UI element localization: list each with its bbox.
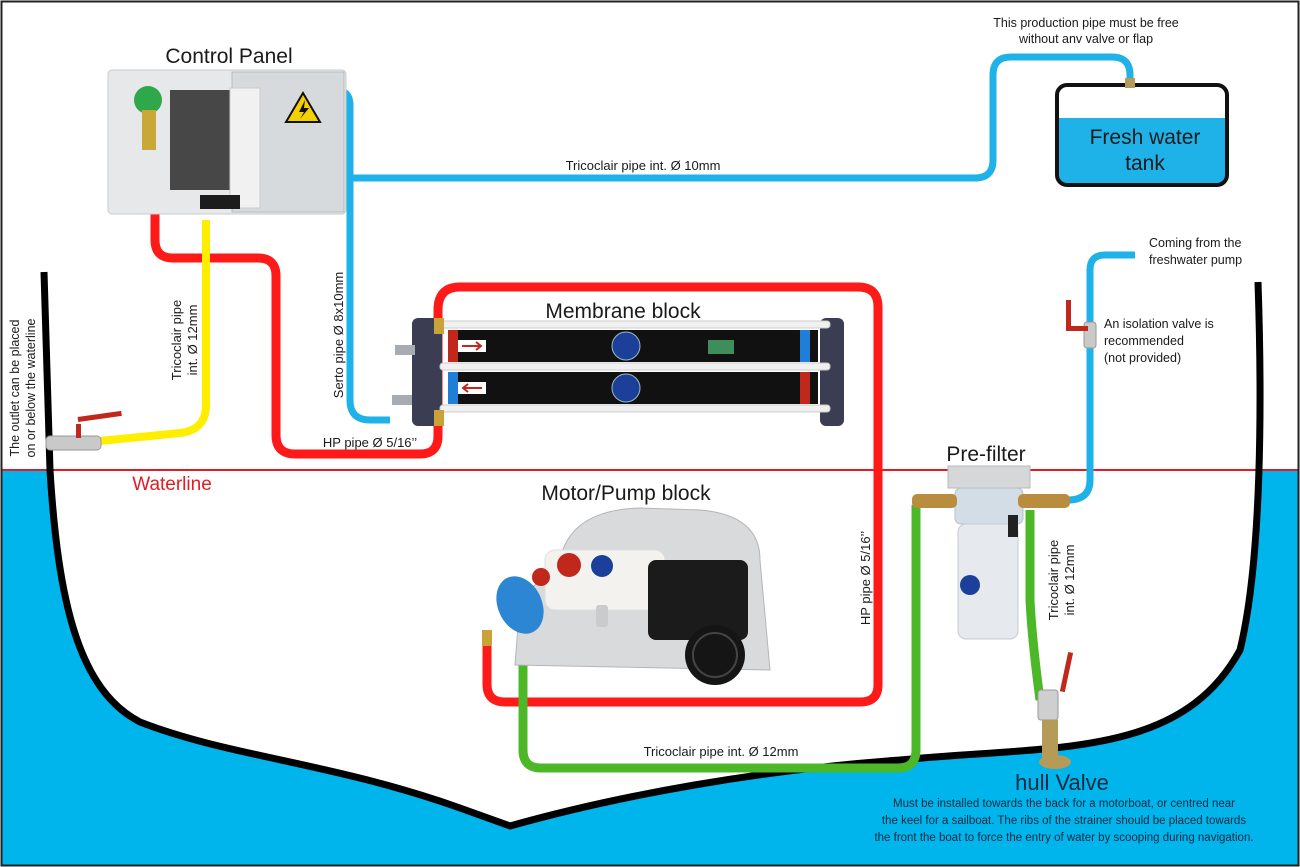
feed-pipe-vertical-label-line1: Tricoclair pipe — [1046, 540, 1061, 620]
hull-valve-title: hull Valve — [1015, 770, 1109, 795]
fresh-water-tank[interactable]: Fresh water tank — [1055, 78, 1229, 187]
electric-hazard-icon — [284, 91, 322, 123]
serto-pipe-label: Serto pipe Ø 8x10mm — [331, 272, 346, 398]
isolation-valve-note-line3: (not provided) — [1104, 351, 1181, 365]
freshwater-pump-note-line2: freshwater pump — [1149, 253, 1242, 267]
brand-logo-icon — [611, 373, 641, 403]
waterline-label: Waterline — [132, 474, 212, 495]
isolation-valve-note-line1: An isolation valve is — [1104, 317, 1214, 331]
outlet-note-line2: on or below the waterline — [24, 318, 38, 457]
hull-valve-note-line1: Must be installed towards the back for a… — [893, 798, 1235, 810]
feed-pipe-bottom-label: Tricoclair pipe int. Ø 12mm — [644, 744, 799, 759]
tank-label-line2: tank — [1125, 152, 1165, 175]
outlet-pipe-label-line1: Tricoclair pipe — [169, 300, 184, 380]
production-pipe-label: Tricoclair pipe int. Ø 10mm — [566, 158, 721, 173]
motor-pump-block[interactable] — [482, 507, 771, 685]
production-pipe-note-line2: without anv valve or flap — [1018, 32, 1153, 46]
hull-valve[interactable] — [1037, 652, 1074, 769]
hull-valve-note-line2: the keel for a sailboat. The ribs of the… — [882, 815, 1246, 827]
membrane-block-title: Membrane block — [545, 300, 701, 323]
pre-filter-title: Pre-filter — [946, 443, 1025, 466]
tank-inlet-fitting — [1125, 78, 1135, 88]
brand-logo-icon — [611, 331, 641, 361]
hull-outline — [40, 271, 1264, 830]
outlet-pipe-label-line2: int. Ø 12mm — [185, 305, 200, 376]
control-panel[interactable] — [107, 69, 347, 215]
motor-pump-block-title: Motor/Pump block — [541, 482, 711, 505]
control-panel-title: Control Panel — [165, 45, 292, 68]
tank-label-line1: Fresh water — [1090, 126, 1201, 149]
hull-valve-note-line3: the front the boat to force the entry of… — [874, 832, 1253, 844]
freshwater-pump-pipe[interactable] — [1060, 251, 1135, 504]
hp-pipe-vertical-label: HP pipe Ø 5/16’’ — [858, 531, 873, 625]
isolation-valve[interactable] — [1066, 300, 1097, 349]
feed-pipe-hullvalve-to-prefilter[interactable] — [1025, 510, 1045, 701]
flow-arrow-right-icon — [462, 341, 483, 351]
outlet-note-line1: The outlet can be placed — [8, 320, 22, 457]
isolation-valve-note-line2: recommended — [1104, 334, 1184, 348]
flow-arrow-left-icon — [461, 383, 482, 393]
freshwater-pump-note-line1: Coming from the — [1149, 236, 1241, 250]
production-pipe-note-line1: This production pipe must be free — [993, 16, 1179, 30]
outlet-ball-valve[interactable] — [45, 410, 122, 451]
membrane-block[interactable] — [392, 318, 844, 426]
brand-logo-icon — [960, 575, 980, 595]
feed-pipe-pump-to-prefilter[interactable] — [518, 505, 921, 773]
outlet-pipe[interactable] — [99, 220, 210, 445]
pre-filter[interactable] — [912, 465, 1070, 640]
hp-pipe-bottom-label: HP pipe Ø 5/16’’ — [323, 435, 417, 450]
feed-pipe-vertical-label-line2: int. Ø 12mm — [1062, 545, 1077, 616]
